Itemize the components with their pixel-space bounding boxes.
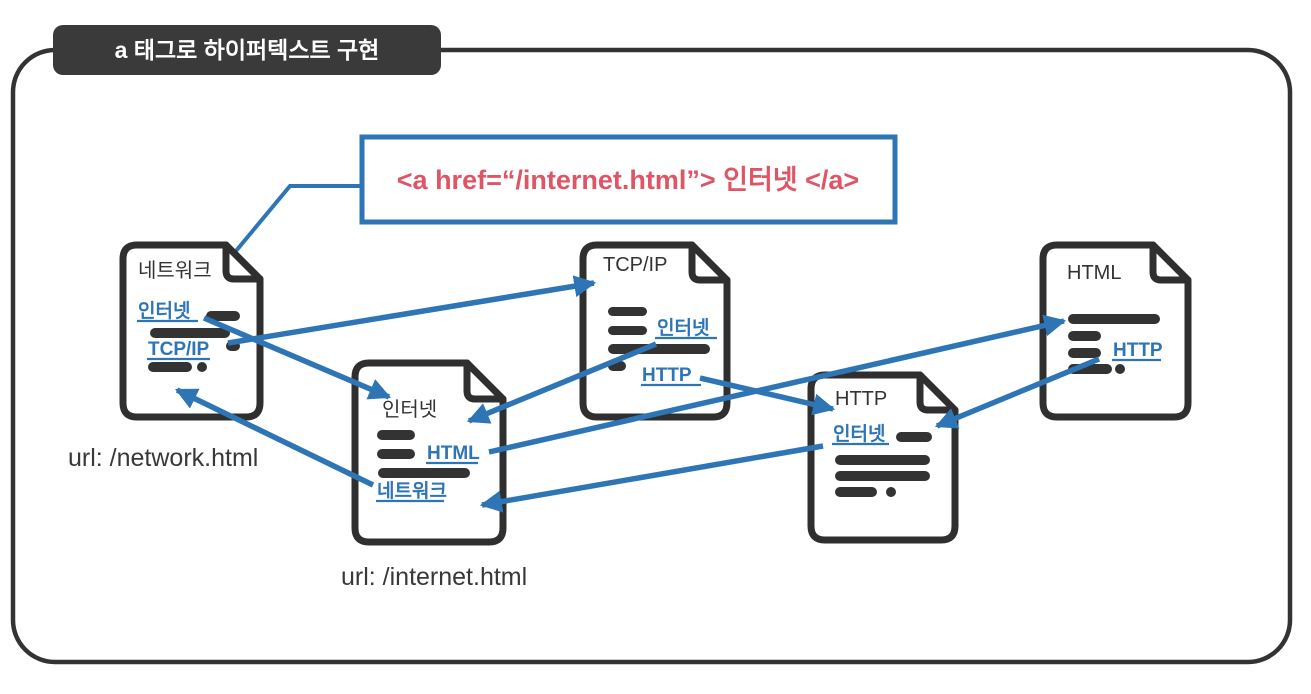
outer-frame <box>10 47 1293 665</box>
document-http-fold-corner <box>916 371 959 414</box>
text-placeholder-dot <box>886 487 896 497</box>
text-placeholder-bar <box>608 344 710 354</box>
network-doc-url-label: url: /network.html <box>68 444 258 472</box>
text-placeholder-bar <box>150 328 230 338</box>
text-placeholder-bar <box>148 362 192 372</box>
code-snippet-box <box>359 134 898 225</box>
text-placeholder-dot <box>1115 364 1125 374</box>
document-network-title: 네트워크 <box>138 259 212 282</box>
text-placeholder-bar <box>835 471 930 481</box>
text-placeholder-bar <box>835 487 877 497</box>
code-snippet-text: <a href=“/internet.html”> 인터넷 </a> <box>397 165 859 195</box>
arrow-network-internet-link-to-internet-doc <box>202 315 392 400</box>
text-placeholder-bar <box>378 468 470 478</box>
document-internet-fold-corner <box>463 359 507 403</box>
arrow-http-internet-link-to-internet-doc <box>479 443 824 513</box>
document-html-fold-corner <box>1149 241 1192 284</box>
link-http-in-tcpip-doc[interactable]: HTTP <box>642 365 692 386</box>
arrow-internet-html-link-to-html-doc <box>488 314 1067 455</box>
link-internet-in-network-doc[interactable]: 인터넷 <box>138 300 190 322</box>
document-html-title: HTML <box>1067 262 1121 284</box>
internet-doc-url-label: url: /internet.html <box>341 563 527 591</box>
document-http-title: HTTP <box>835 388 887 410</box>
arrow-tcpip-internet-link-to-internet-doc <box>466 341 658 424</box>
link-http-in-html-doc[interactable]: HTTP <box>1113 340 1163 361</box>
link-tcpip-in-network-doc[interactable]: TCP/IP <box>148 339 210 360</box>
document-internet: 인터넷 HTML 네트워크 <box>351 359 507 546</box>
text-placeholder-bar <box>377 449 415 459</box>
text-placeholder-bar <box>608 326 647 335</box>
page-title: a 태그로 하이퍼텍스트 구현 <box>115 37 380 63</box>
text-placeholder-bar <box>896 432 932 442</box>
document-html: HTML HTTP <box>1039 241 1192 421</box>
document-internet-outline <box>351 359 507 546</box>
document-network-fold-corner <box>222 241 264 283</box>
arrow-internet-network-link-to-network-doc <box>175 387 375 488</box>
text-placeholder-bar <box>608 307 647 316</box>
document-tcpip: TCP/IP 인터넷 HTTP <box>579 241 731 421</box>
text-placeholder-bar <box>377 430 415 440</box>
text-placeholder-bar <box>835 455 930 465</box>
link-internet-in-tcpip-doc[interactable]: 인터넷 <box>657 317 709 339</box>
link-internet-in-http-doc[interactable]: 인터넷 <box>833 423 885 445</box>
text-placeholder-bar <box>1068 348 1101 358</box>
text-placeholder-bar <box>206 311 240 321</box>
arrow-network-tcpip-link-to-tcpip-doc <box>227 275 597 346</box>
document-tcpip-fold-corner <box>688 241 731 284</box>
arrow-html-http-link-to-http-doc <box>934 356 1101 429</box>
document-http: HTTP 인터넷 <box>807 371 959 544</box>
link-html-in-internet-doc[interactable]: HTML <box>427 443 480 464</box>
document-tcpip-title: TCP/IP <box>603 254 667 276</box>
text-placeholder-bar <box>1068 331 1101 341</box>
title-bar <box>53 25 441 75</box>
text-placeholder-dot <box>197 362 207 372</box>
arrow-tcpip-http-link-to-http-doc <box>699 375 836 416</box>
link-network-in-internet-doc[interactable]: 네트워크 <box>377 480 447 502</box>
text-placeholder-bar <box>1068 314 1160 324</box>
document-tcpip-outline <box>579 241 731 421</box>
document-internet-title: 인터넷 <box>382 398 437 421</box>
